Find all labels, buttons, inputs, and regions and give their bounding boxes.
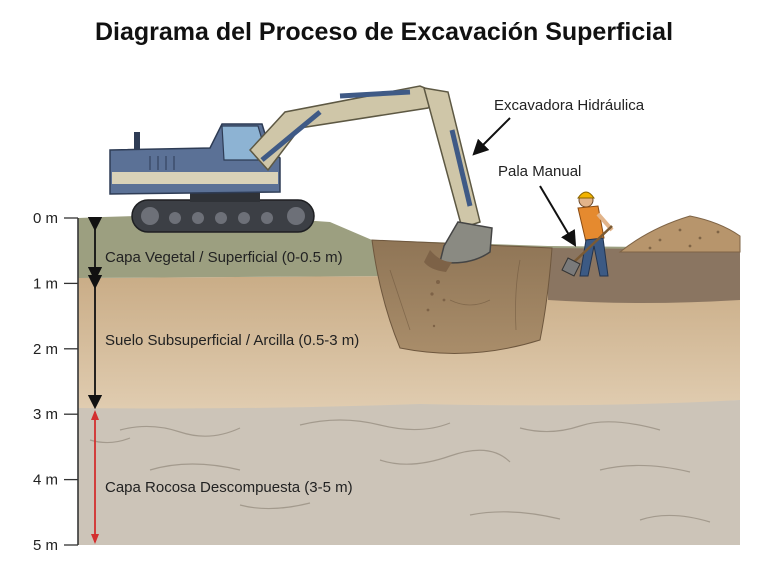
- worker-with-shovel: [561, 191, 614, 277]
- exhaust-pipe: [134, 132, 140, 150]
- spoil-pile: [618, 215, 741, 253]
- rock-texture: [89, 419, 711, 523]
- depth-tick-label: 0 m: [33, 210, 58, 227]
- boom-cylinder: [260, 110, 322, 162]
- shovel-callout-label: Pala Manual: [498, 163, 581, 180]
- stick-cylinder: [339, 89, 411, 99]
- rock-arrow-head-bottom: [91, 534, 99, 544]
- depth-tick-label: 4 m: [33, 472, 58, 489]
- excavator-callout-label: Excavadora Hidráulica: [494, 97, 645, 114]
- worker-legs: [579, 237, 609, 277]
- excavator-body-stripe: [112, 172, 278, 184]
- rock-layer: [78, 400, 740, 545]
- spoil-pile-texture: [648, 228, 720, 250]
- excavator-stick: [422, 87, 481, 229]
- depth-tick-label: 3 m: [33, 406, 58, 423]
- excavator-callout-arrow: [472, 117, 511, 156]
- bucket-cylinder: [449, 129, 473, 207]
- track-wheels: [141, 207, 305, 225]
- shovel-blade: [561, 257, 581, 277]
- pit-texture: [389, 259, 521, 331]
- topsoil-layer-label: Capa Vegetal / Superficial (0-0.5 m): [105, 249, 343, 266]
- depth-tick-label: 1 m: [33, 275, 58, 292]
- excavator-boom: [248, 85, 442, 172]
- subsoil-layer-label: Suelo Subsuperficial / Arcilla (0.5-3 m): [105, 332, 359, 349]
- layer-extent-arrows: [87, 216, 103, 544]
- diagram-title: Diagrama del Proceso de Excavación Super…: [94, 18, 674, 46]
- excavation-pit: [371, 239, 553, 354]
- callouts: Excavadora Hidráulica Pala Manual: [472, 97, 645, 247]
- engine-grille: [149, 156, 175, 170]
- worker-hardhat: [577, 191, 595, 199]
- rock-layer-label: Capa Rocosa Descompuesta (3-5 m): [105, 479, 353, 496]
- hydraulic-excavator: [109, 85, 493, 328]
- depth-scale: 0 m 1 m 2 m 3 m 4 m 5 m: [33, 210, 79, 554]
- topsoil-right-band: [548, 248, 740, 303]
- shovel-handle: [573, 225, 613, 263]
- shovel-callout-arrow: [539, 185, 577, 247]
- falling-dirt: [424, 250, 452, 328]
- rock-arrow-head-top: [91, 410, 99, 420]
- depth-tick-label: 5 m: [33, 537, 58, 554]
- depth-tick-label: 2 m: [33, 341, 58, 358]
